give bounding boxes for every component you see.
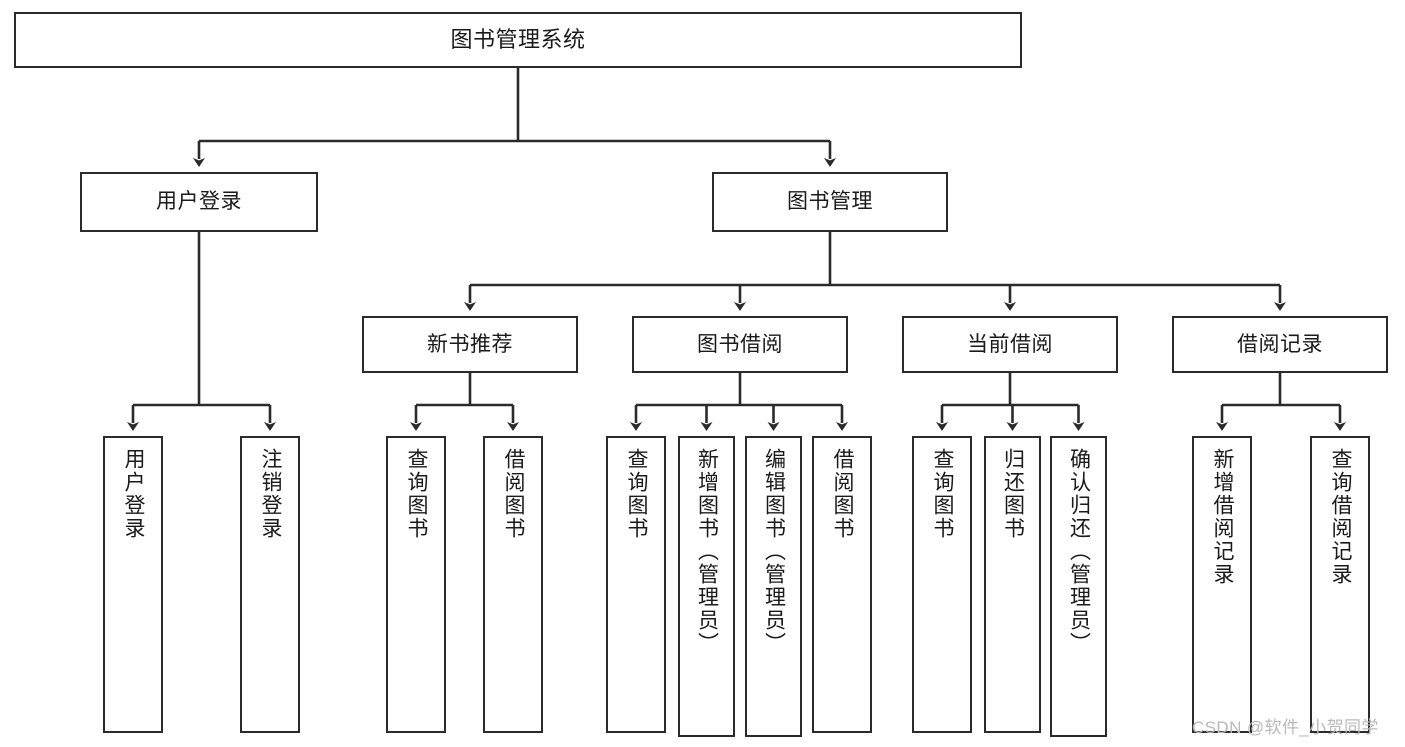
node-leaf-query-book-1[interactable]: 查询图书: [386, 436, 446, 733]
node-label-leaf-logout: 注销登录: [259, 448, 283, 540]
node-label-user-login: 用户登录: [156, 190, 242, 214]
node-label-leaf-query-book-1: 查询图书: [405, 448, 429, 540]
node-label-leaf-query-book-2: 查询图书: [625, 448, 649, 540]
node-leaf-query-book-2[interactable]: 查询图书: [606, 436, 666, 733]
node-current-borrow[interactable]: 当前借阅: [902, 316, 1118, 373]
node-leaf-borrow-book-1[interactable]: 借阅图书: [483, 436, 543, 733]
node-book-borrow[interactable]: 图书借阅: [632, 316, 848, 373]
node-label-current-borrow: 当前借阅: [967, 332, 1053, 356]
node-label-leaf-add-record: 新增借阅记录: [1211, 448, 1235, 586]
node-label-root: 图书管理系统: [450, 26, 586, 52]
node-book-manage[interactable]: 图书管理: [712, 172, 948, 232]
node-label-leaf-user-login: 用户登录: [122, 448, 146, 540]
node-root[interactable]: 图书管理系统: [14, 12, 1022, 68]
node-leaf-user-login[interactable]: 用户登录: [103, 436, 163, 733]
node-leaf-logout[interactable]: 注销登录: [240, 436, 300, 733]
node-label-leaf-add-book: 新增图书（管理员）: [695, 448, 719, 655]
node-label-leaf-borrow-book-2: 借阅图书: [831, 448, 855, 540]
node-label-leaf-query-book-3: 查询图书: [931, 448, 955, 540]
node-leaf-query-record[interactable]: 查询借阅记录: [1310, 436, 1370, 733]
node-label-leaf-confirm-return: 确认归还（管理员）: [1067, 448, 1091, 655]
node-label-leaf-query-record: 查询借阅记录: [1329, 448, 1353, 586]
node-leaf-edit-book[interactable]: 编辑图书（管理员）: [745, 436, 802, 737]
node-label-book-manage: 图书管理: [787, 190, 873, 214]
node-leaf-add-book[interactable]: 新增图书（管理员）: [678, 436, 735, 737]
node-leaf-borrow-book-2[interactable]: 借阅图书: [812, 436, 872, 733]
node-new-book-recommend[interactable]: 新书推荐: [362, 316, 578, 373]
node-label-leaf-borrow-book-1: 借阅图书: [502, 448, 526, 540]
node-leaf-return-book[interactable]: 归还图书: [984, 436, 1041, 733]
watermark: CSDN @软件_小贺同学: [1192, 718, 1379, 737]
node-label-leaf-edit-book: 编辑图书（管理员）: [762, 448, 786, 655]
node-label-book-borrow: 图书借阅: [697, 332, 783, 356]
node-leaf-add-record[interactable]: 新增借阅记录: [1192, 436, 1252, 733]
node-leaf-query-book-3[interactable]: 查询图书: [912, 436, 972, 733]
node-leaf-confirm-return[interactable]: 确认归还（管理员）: [1050, 436, 1107, 737]
node-borrow-record[interactable]: 借阅记录: [1172, 316, 1388, 373]
node-label-new-book-recommend: 新书推荐: [427, 332, 513, 356]
node-label-borrow-record: 借阅记录: [1237, 332, 1323, 356]
node-label-leaf-return-book: 归还图书: [1001, 448, 1025, 540]
node-user-login[interactable]: 用户登录: [80, 172, 318, 232]
